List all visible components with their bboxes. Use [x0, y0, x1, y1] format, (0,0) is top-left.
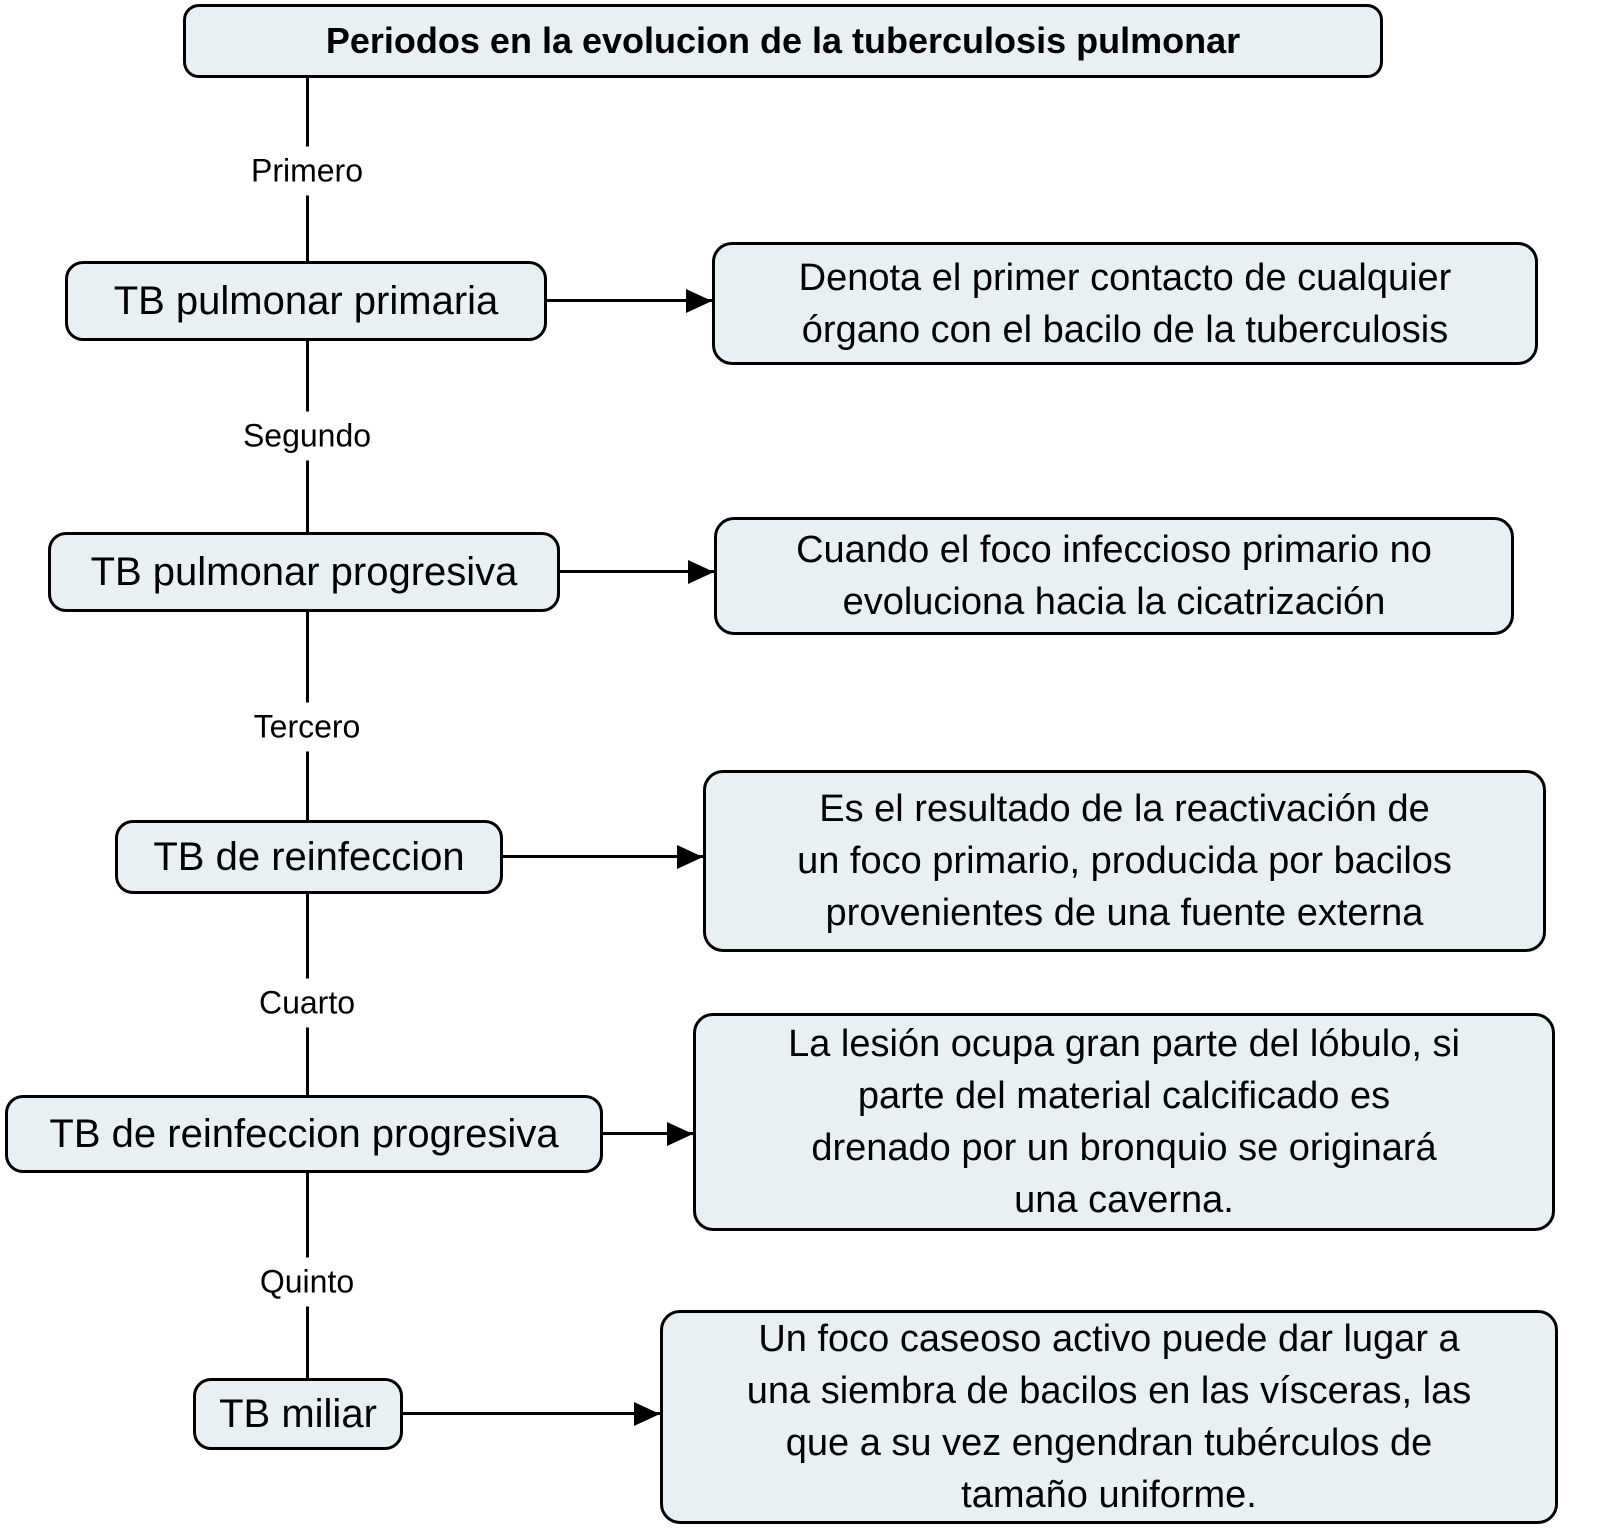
arrow-connector-4: [603, 1122, 693, 1146]
description-text: Denota el primer contacto de cualquier ó…: [798, 256, 1452, 351]
description-text: Es el resultado de la reactivación de un…: [797, 788, 1452, 934]
period-label-segundo: Segundo: [232, 411, 382, 461]
description-text: Un foco caseoso activo puede dar lugar a…: [746, 1318, 1472, 1516]
arrow-connector-5: [403, 1402, 660, 1426]
period-label-primero: Primero: [240, 146, 374, 196]
node-label: TB de reinfeccion: [153, 834, 465, 879]
diagram-title-box: Periodos en la evolucion de la tuberculo…: [183, 4, 1383, 78]
description-text: La lesión ocupa gran parte del lóbulo, s…: [788, 1023, 1460, 1221]
description-tb-pulmonar-progresiva: Cuando el foco infeccioso primario no ev…: [714, 517, 1514, 635]
node-tb-pulmonar-progresiva: TB pulmonar progresiva: [48, 532, 560, 612]
description-tb-de-reinfeccion: Es el resultado de la reactivación de un…: [703, 770, 1546, 952]
description-tb-de-reinfeccion-progresiva: La lesión ocupa gran parte del lóbulo, s…: [693, 1013, 1555, 1231]
node-tb-de-reinfeccion-progresiva: TB de reinfeccion progresiva: [5, 1095, 603, 1173]
period-label-quinto: Quinto: [249, 1257, 365, 1307]
period-label-tercero: Tercero: [243, 702, 371, 752]
node-label: TB de reinfeccion progresiva: [49, 1111, 559, 1156]
description-tb-pulmonar-primaria: Denota el primer contacto de cualquier ó…: [712, 242, 1538, 365]
period-label-cuarto: Cuarto: [248, 978, 366, 1028]
description-text: Cuando el foco infeccioso primario no ev…: [796, 529, 1432, 623]
diagram-title: Periodos en la evolucion de la tuberculo…: [325, 20, 1241, 61]
node-tb-miliar: TB miliar: [193, 1378, 403, 1450]
node-tb-pulmonar-primaria: TB pulmonar primaria: [65, 261, 547, 341]
node-label: TB miliar: [219, 1391, 377, 1436]
arrow-connector-3: [503, 845, 703, 869]
node-label: TB pulmonar progresiva: [90, 549, 518, 594]
description-tb-miliar: Un foco caseoso activo puede dar lugar a…: [660, 1310, 1558, 1524]
node-tb-de-reinfeccion: TB de reinfeccion: [115, 820, 503, 894]
arrow-connector-2: [560, 560, 714, 584]
node-label: TB pulmonar primaria: [113, 278, 499, 323]
arrow-connector-1: [547, 289, 712, 313]
